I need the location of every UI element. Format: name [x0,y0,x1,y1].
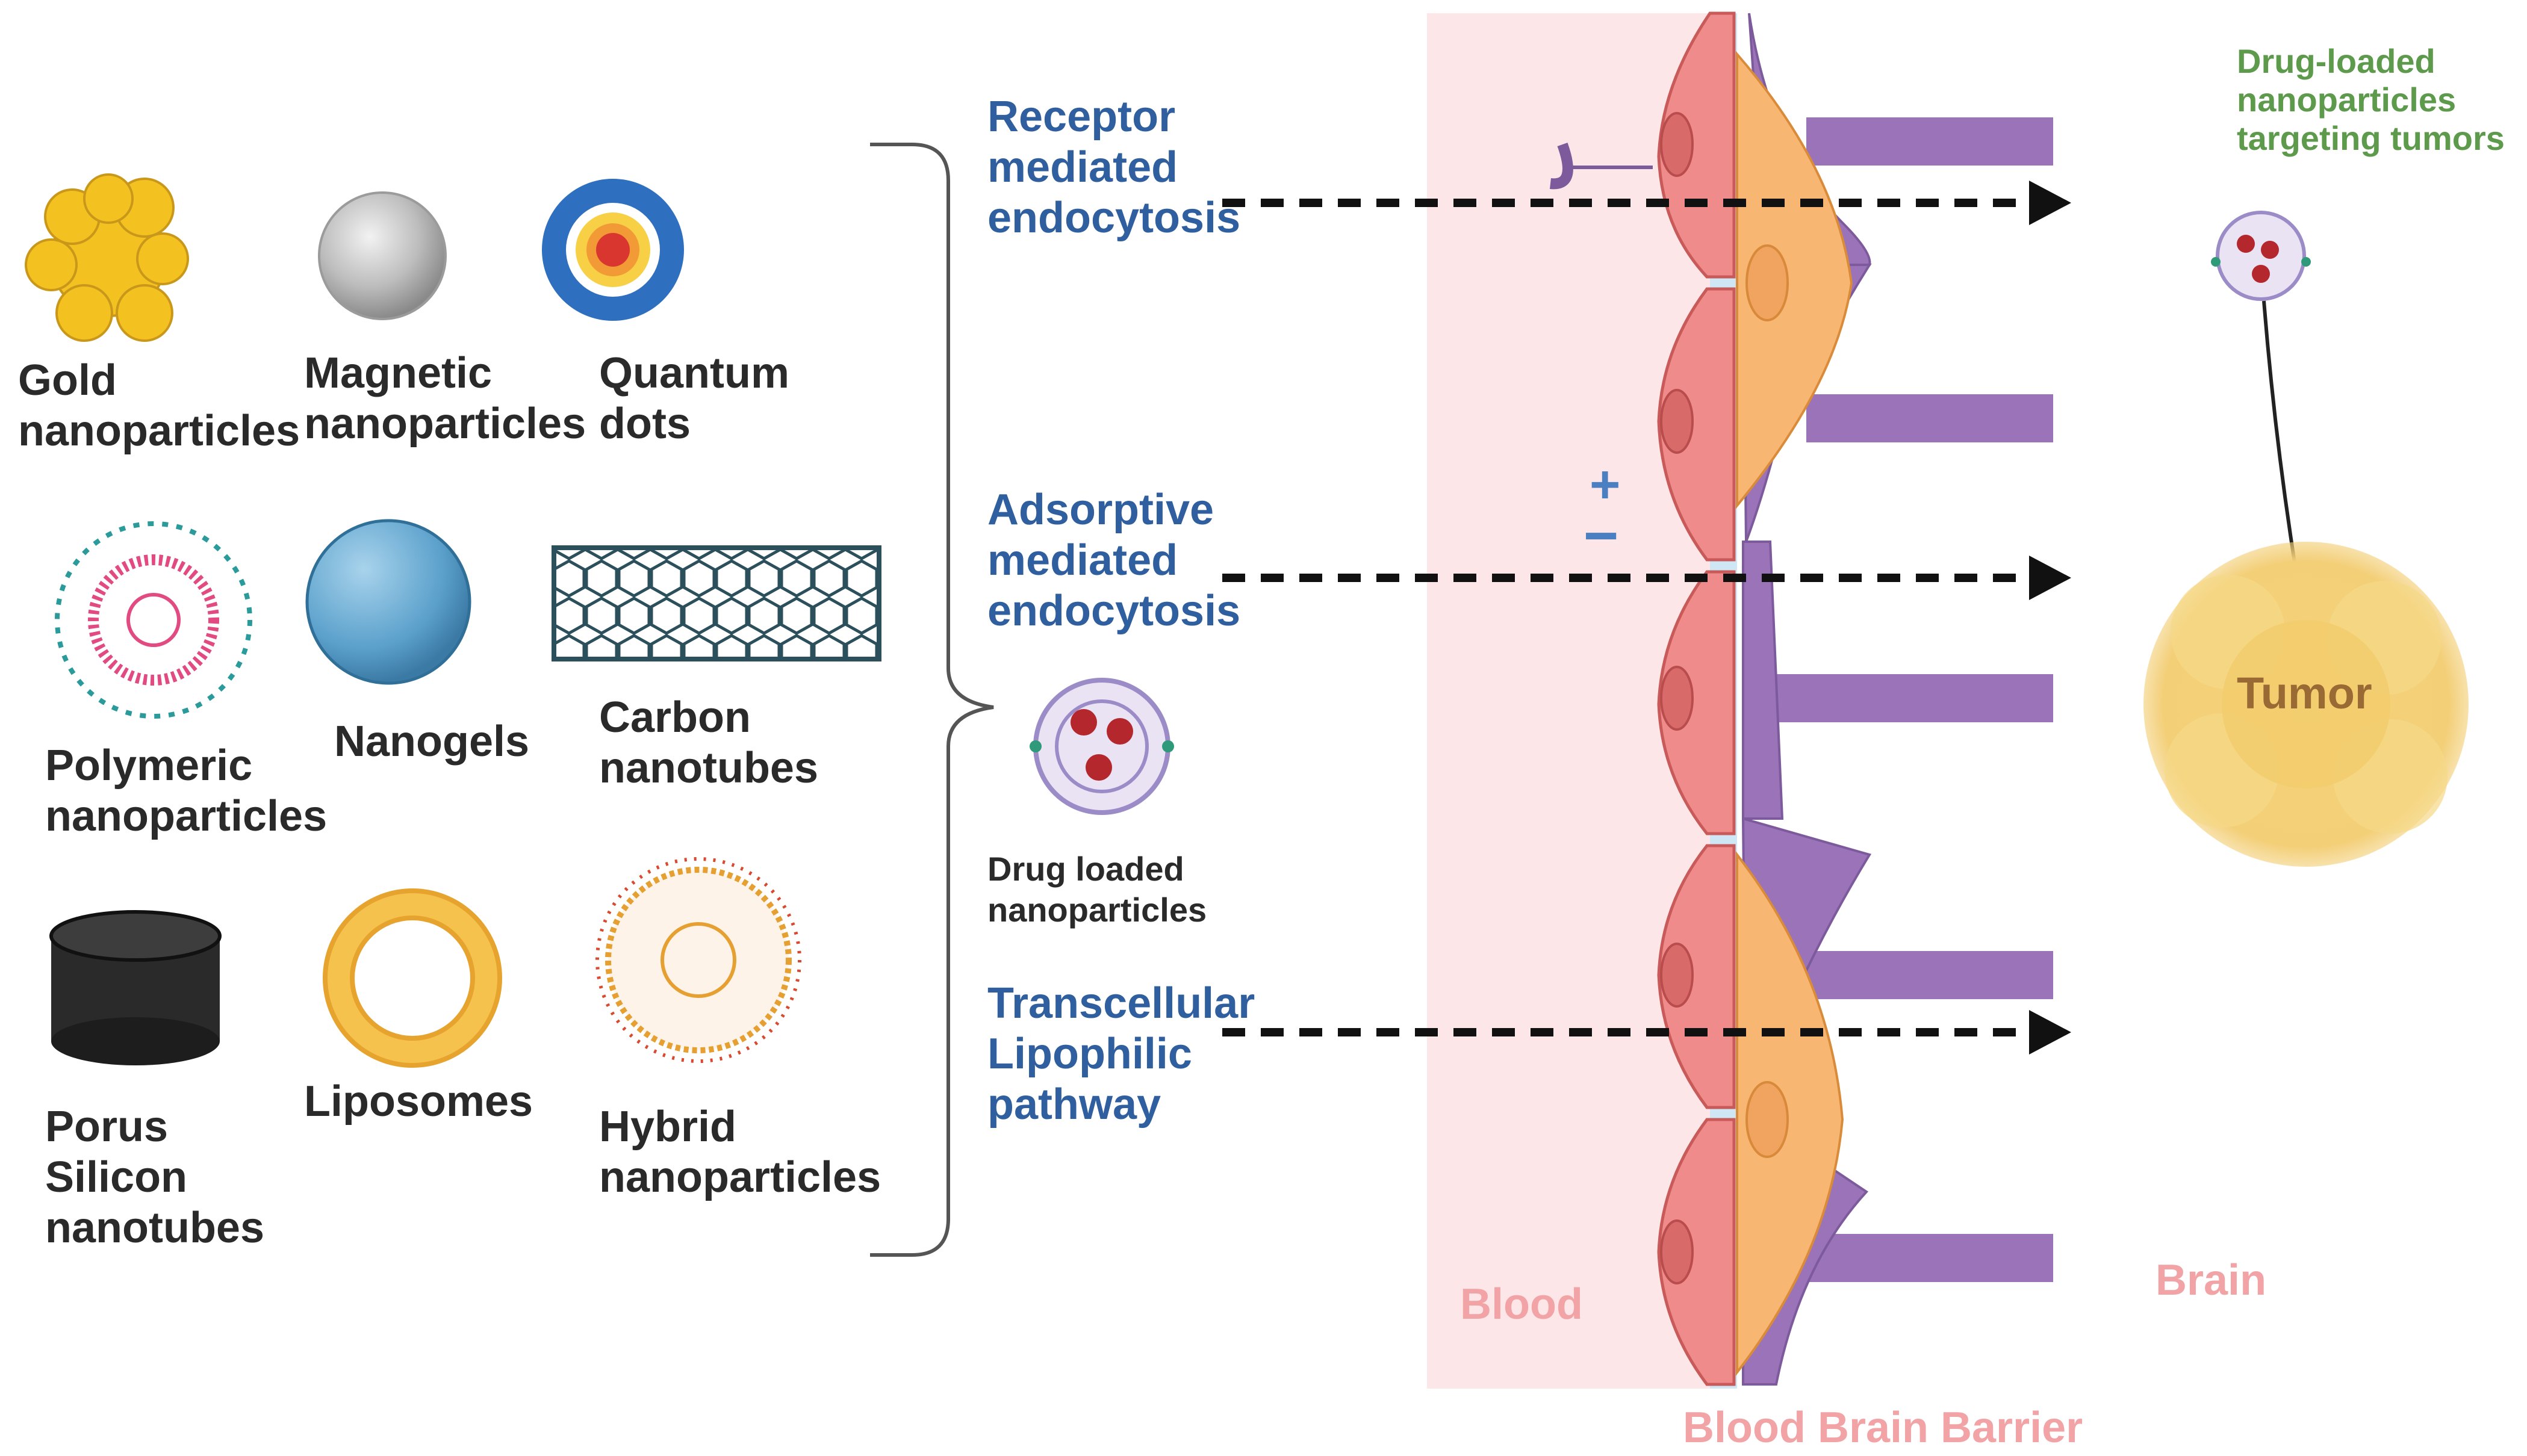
astrocyte-processes [1746,117,2053,1282]
transcellular-pathway-label: Transcellular Lipophilic pathway [987,979,1255,1129]
pericytes [1736,51,1853,1376]
carbon-label: Carbon nanotubes [599,693,819,792]
tumor-icon [2143,542,2469,867]
adsorptive-pathway-label: Adsorptive mediated endocytosis [987,486,1241,635]
gold-label: Gold nanoparticles [18,356,300,455]
endothelial-cells [1657,11,1736,1386]
porus-label: Porus Silicon nanotubes [45,1103,265,1252]
hybrid-label: Hybrid nanoparticles [599,1103,881,1201]
quantum-dots-icon [542,179,684,321]
nanogels-label: Nanogels [334,717,530,766]
magnetic-label: Magnetic nanoparticles [304,349,586,448]
tumor-label: Tumor [2237,668,2372,718]
bbb-label: Blood Brain Barrier [1683,1404,2083,1452]
polymeric-label: Polymeric nanoparticles [45,742,328,840]
targeting-label: Drug-loaded nanoparticles targeting tumo… [2237,42,2505,157]
blood-label: Blood [1460,1280,1583,1328]
receptor-icon [1550,142,1653,190]
pericyte-nuclei [1745,244,1789,1158]
arrowheads [2029,181,2071,1055]
liposome-icon [323,888,502,1068]
hybrid-nanoparticle-icon [595,857,801,1063]
carbon-nanotube-icon [552,545,881,661]
plus-charge: + [1590,454,1621,514]
gold-nanoparticle-icon [25,173,189,342]
polymeric-nanoparticle-icon [55,521,252,719]
porus-silicon-icon [49,910,222,1065]
quantum-label: Quantum dots [599,349,789,448]
bracket [870,143,994,1257]
brain-label: Brain [2156,1256,2267,1304]
drug-loaded-label: Drug loaded nanoparticles [987,850,1207,929]
liposomes-label: Liposomes [304,1077,533,1126]
minus-charge: − [1584,502,1619,569]
receptor-pathway-label: Receptor mediated endocytosis [987,93,1241,242]
drug-loaded-nanoparticle-icon [1030,678,1174,815]
targeting-nanoparticle-icon [2211,211,2311,301]
pathway-arrows [1222,199,2041,1036]
nanogel-icon [305,519,471,685]
magnetic-nanoparticle-icon [318,191,447,320]
endothelial-nuclei [1660,112,1694,1284]
